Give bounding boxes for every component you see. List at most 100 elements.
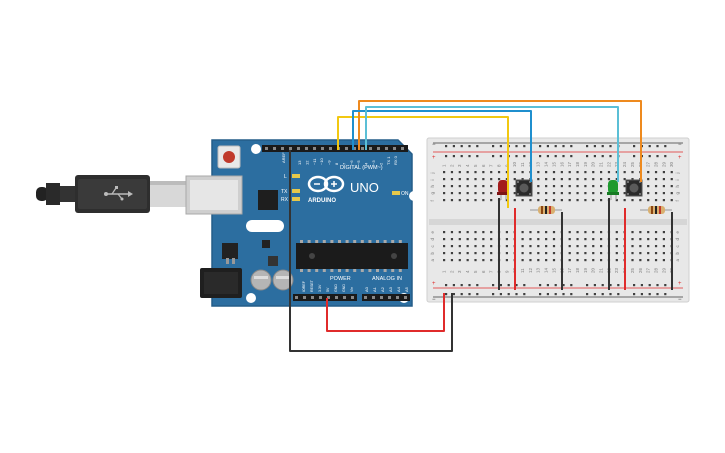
rail-hole[interactable] (452, 155, 455, 158)
breadboard-hole[interactable] (654, 238, 658, 241)
breadboard-hole[interactable] (458, 199, 461, 202)
rail-hole[interactable] (539, 284, 542, 287)
breadboard-hole[interactable] (458, 178, 461, 181)
breadboard-hole[interactable] (529, 199, 532, 202)
breadboard-hole[interactable] (639, 252, 642, 255)
rail-hole[interactable] (633, 155, 636, 158)
rail-hole[interactable] (476, 145, 479, 148)
breadboard-hole[interactable] (654, 259, 658, 262)
breadboard-hole[interactable] (639, 231, 642, 234)
analog-pin-socket[interactable] (364, 296, 367, 299)
analog-pin-socket[interactable] (372, 296, 375, 299)
breadboard-hole[interactable] (450, 252, 454, 255)
breadboard-hole[interactable] (584, 192, 587, 195)
rail-hole[interactable] (476, 284, 479, 287)
rail-hole[interactable] (633, 145, 636, 148)
rail-hole[interactable] (515, 284, 518, 287)
digital-pin-socket[interactable] (265, 147, 268, 150)
rail-hole[interactable] (664, 155, 667, 158)
breadboard-hole[interactable] (482, 238, 485, 241)
breadboard-hole[interactable] (482, 178, 485, 181)
rail-hole[interactable] (515, 155, 518, 158)
breadboard-hole[interactable] (529, 259, 532, 262)
breadboard-hole[interactable] (521, 231, 524, 234)
breadboard-hole[interactable] (474, 199, 477, 202)
breadboard-hole[interactable] (458, 259, 461, 262)
rail-hole[interactable] (664, 293, 667, 296)
breadboard-hole[interactable] (576, 171, 579, 174)
breadboard-hole[interactable] (568, 199, 571, 202)
breadboard-hole[interactable] (490, 171, 493, 174)
breadboard-hole[interactable] (443, 252, 446, 255)
breadboard-hole[interactable] (458, 171, 461, 174)
breadboard-hole[interactable] (670, 178, 673, 181)
breadboard-hole[interactable] (568, 245, 571, 248)
rail-hole[interactable] (554, 284, 557, 287)
breadboard-hole[interactable] (647, 231, 650, 234)
breadboard-hole[interactable] (615, 259, 618, 262)
rail-hole[interactable] (499, 145, 502, 148)
breadboard-hole[interactable] (482, 231, 485, 234)
rail-hole[interactable] (570, 155, 573, 158)
digital-pin-socket[interactable] (385, 147, 388, 150)
power-pin-socket[interactable] (351, 296, 354, 299)
rail-hole[interactable] (468, 155, 471, 158)
rail-hole[interactable] (460, 284, 463, 287)
breadboard-hole[interactable] (482, 199, 485, 202)
resistor-left[interactable] (530, 206, 562, 214)
breadboard-hole[interactable] (592, 238, 595, 241)
breadboard-hole[interactable] (662, 192, 665, 195)
breadboard-hole[interactable] (474, 245, 477, 248)
breadboard-hole[interactable] (529, 231, 532, 234)
rail-hole[interactable] (609, 145, 612, 148)
breadboard-hole[interactable] (623, 171, 626, 174)
breadboard-hole[interactable] (490, 185, 493, 188)
breadboard-hole[interactable] (662, 185, 665, 188)
rail-hole[interactable] (656, 284, 659, 287)
rail-hole[interactable] (507, 284, 510, 287)
rail-hole[interactable] (445, 293, 448, 296)
rail-hole[interactable] (452, 293, 455, 296)
breadboard-hole[interactable] (647, 245, 650, 248)
rail-hole[interactable] (593, 284, 596, 287)
breadboard-hole[interactable] (647, 185, 650, 188)
breadboard-hole[interactable] (662, 231, 665, 234)
rail-hole[interactable] (492, 155, 495, 158)
breadboard-hole[interactable] (482, 192, 485, 195)
breadboard-hole[interactable] (654, 171, 658, 174)
breadboard-hole[interactable] (474, 231, 477, 234)
rail-hole[interactable] (468, 284, 471, 287)
breadboard-hole[interactable] (450, 171, 454, 174)
breadboard-hole[interactable] (545, 192, 548, 195)
rail-hole[interactable] (593, 145, 596, 148)
breadboard-hole[interactable] (600, 199, 603, 202)
breadboard-hole[interactable] (615, 231, 618, 234)
breadboard-hole[interactable] (505, 178, 508, 181)
rail-hole[interactable] (601, 155, 604, 158)
breadboard-hole[interactable] (631, 199, 634, 202)
breadboard-hole[interactable] (458, 245, 461, 248)
breadboard-hole[interactable] (474, 185, 477, 188)
breadboard-hole[interactable] (576, 245, 579, 248)
rail-hole[interactable] (554, 155, 557, 158)
breadboard-hole[interactable] (521, 171, 524, 174)
breadboard-hole[interactable] (639, 259, 642, 262)
breadboard-hole[interactable] (615, 245, 618, 248)
rail-hole[interactable] (609, 284, 612, 287)
rail-hole[interactable] (562, 145, 565, 148)
rail-hole[interactable] (648, 145, 651, 148)
breadboard-hole[interactable] (600, 252, 603, 255)
breadboard-hole[interactable] (654, 199, 658, 202)
pushbutton-left[interactable] (515, 179, 533, 197)
breadboard-hole[interactable] (443, 192, 446, 195)
breadboard-hole[interactable] (443, 259, 446, 262)
breadboard-hole[interactable] (576, 178, 579, 181)
rail-hole[interactable] (570, 293, 573, 296)
rail-hole[interactable] (562, 284, 565, 287)
breadboard-hole[interactable] (600, 238, 603, 241)
breadboard-hole[interactable] (505, 199, 508, 202)
breadboard-hole[interactable] (662, 238, 665, 241)
breadboard-hole[interactable] (560, 199, 563, 202)
breadboard-hole[interactable] (654, 252, 658, 255)
rail-hole[interactable] (546, 293, 549, 296)
